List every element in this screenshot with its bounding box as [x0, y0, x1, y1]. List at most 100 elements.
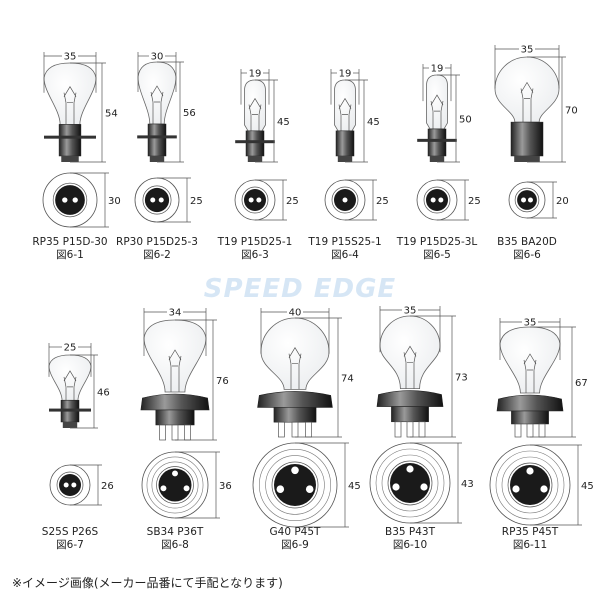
- base-dimension: 36: [219, 481, 232, 492]
- base-dimension: 26: [101, 481, 114, 492]
- terminal-pin: [418, 421, 426, 438]
- width-dimension: 35: [524, 318, 537, 329]
- base-contact: [337, 156, 353, 162]
- terminal-pin: [394, 421, 402, 438]
- base-view-contact-plate: [55, 185, 85, 215]
- flange: [496, 394, 564, 412]
- flange: [49, 408, 91, 412]
- base-collar: [391, 406, 429, 423]
- bulb-model-label: B35 BA20D: [497, 236, 557, 248]
- width-dimension: 35: [404, 306, 417, 317]
- terminal-pin: [278, 421, 285, 438]
- contact-dot: [305, 485, 314, 493]
- height-dimension: 74: [341, 374, 354, 385]
- base-dimension: 30: [108, 196, 121, 207]
- contact-dot: [291, 466, 299, 475]
- glass-globe: [426, 74, 448, 130]
- bulb-model-label: RP35 P45T: [502, 526, 559, 538]
- base-view-contact-plate: [158, 468, 192, 502]
- base-contact: [429, 156, 445, 162]
- terminal-pin: [406, 421, 414, 438]
- contact-dot: [438, 197, 444, 203]
- base-collar: [510, 121, 544, 157]
- width-dimension: 34: [169, 308, 182, 319]
- contact-dot: [430, 197, 436, 203]
- base-view-ring: [501, 456, 559, 514]
- figure-number-label: 図6-6: [513, 249, 541, 261]
- base-view-ring: [258, 448, 331, 521]
- base-view-contact-plate: [510, 465, 550, 505]
- contact-dot: [276, 485, 285, 493]
- bulb-model-label: G40 P45T: [270, 526, 322, 538]
- base-contact: [61, 156, 79, 162]
- bulb-model-label: B35 P43T: [385, 526, 436, 538]
- contact-dot: [342, 197, 348, 203]
- bulb-model-label: S25S P26S: [42, 526, 99, 538]
- base-collar: [155, 409, 195, 426]
- base-collar: [147, 123, 167, 157]
- terminal-pin: [171, 424, 179, 441]
- base-view-contact-plate: [390, 463, 430, 503]
- figure-number-label: 図6-1: [56, 249, 84, 261]
- figure-number-label: 図6-9: [281, 539, 309, 551]
- glass-globe: [260, 317, 330, 390]
- height-dimension: 50: [459, 115, 472, 126]
- bulb-model-label: T19 P15D25-1: [217, 236, 293, 248]
- figure-number-label: 図6-7: [56, 539, 84, 551]
- contact-dot: [527, 197, 533, 203]
- base-dimension: 25: [468, 196, 481, 207]
- contact-dot: [150, 197, 156, 203]
- glass-globe: [379, 315, 441, 389]
- filament: [520, 81, 534, 123]
- base-view-contact-plate: [517, 190, 537, 210]
- terminal-pin: [159, 424, 166, 441]
- base-view-contact-plate: [274, 464, 316, 506]
- contact-dot: [172, 470, 178, 477]
- height-dimension: 76: [216, 376, 229, 387]
- filament: [63, 86, 77, 125]
- base-view-contact-plate: [244, 189, 266, 211]
- contact-dot: [420, 483, 428, 491]
- base-dimension: 25: [286, 196, 299, 207]
- base-view-contact-plate: [59, 474, 81, 496]
- bulb-model-label: SB34 P36T: [147, 526, 204, 538]
- height-dimension: 56: [183, 108, 196, 119]
- base-view-ring: [151, 461, 199, 509]
- base-view-ring: [265, 455, 325, 515]
- flange: [137, 135, 177, 139]
- filament: [523, 353, 537, 393]
- contact-dot: [248, 197, 254, 203]
- contact-dot: [406, 465, 414, 473]
- width-dimension: 25: [64, 343, 77, 354]
- base-collar: [58, 124, 82, 157]
- contact-dot: [62, 197, 68, 203]
- filament: [63, 370, 77, 401]
- terminal-pin: [305, 421, 312, 438]
- contact-dot: [392, 483, 400, 491]
- height-dimension: 67: [575, 378, 588, 389]
- base-dimension: 25: [376, 196, 389, 207]
- flange: [235, 140, 275, 144]
- flange: [140, 393, 210, 411]
- height-dimension: 45: [367, 117, 380, 128]
- base-dimension: 45: [581, 481, 594, 492]
- base-contact: [62, 422, 78, 428]
- contact-dot: [526, 467, 534, 475]
- figure-number-label: 図6-5: [423, 249, 451, 261]
- filament: [168, 349, 182, 392]
- base-collar: [511, 410, 549, 425]
- bulb-model-label: T19 P15S25-1: [307, 236, 381, 248]
- width-dimension: 30: [151, 52, 164, 63]
- glass-globe: [499, 326, 561, 394]
- filament: [430, 94, 444, 129]
- contact-dot: [512, 485, 520, 493]
- figure-number-label: 図6-8: [161, 539, 189, 551]
- figure-number-label: 図6-2: [143, 249, 171, 261]
